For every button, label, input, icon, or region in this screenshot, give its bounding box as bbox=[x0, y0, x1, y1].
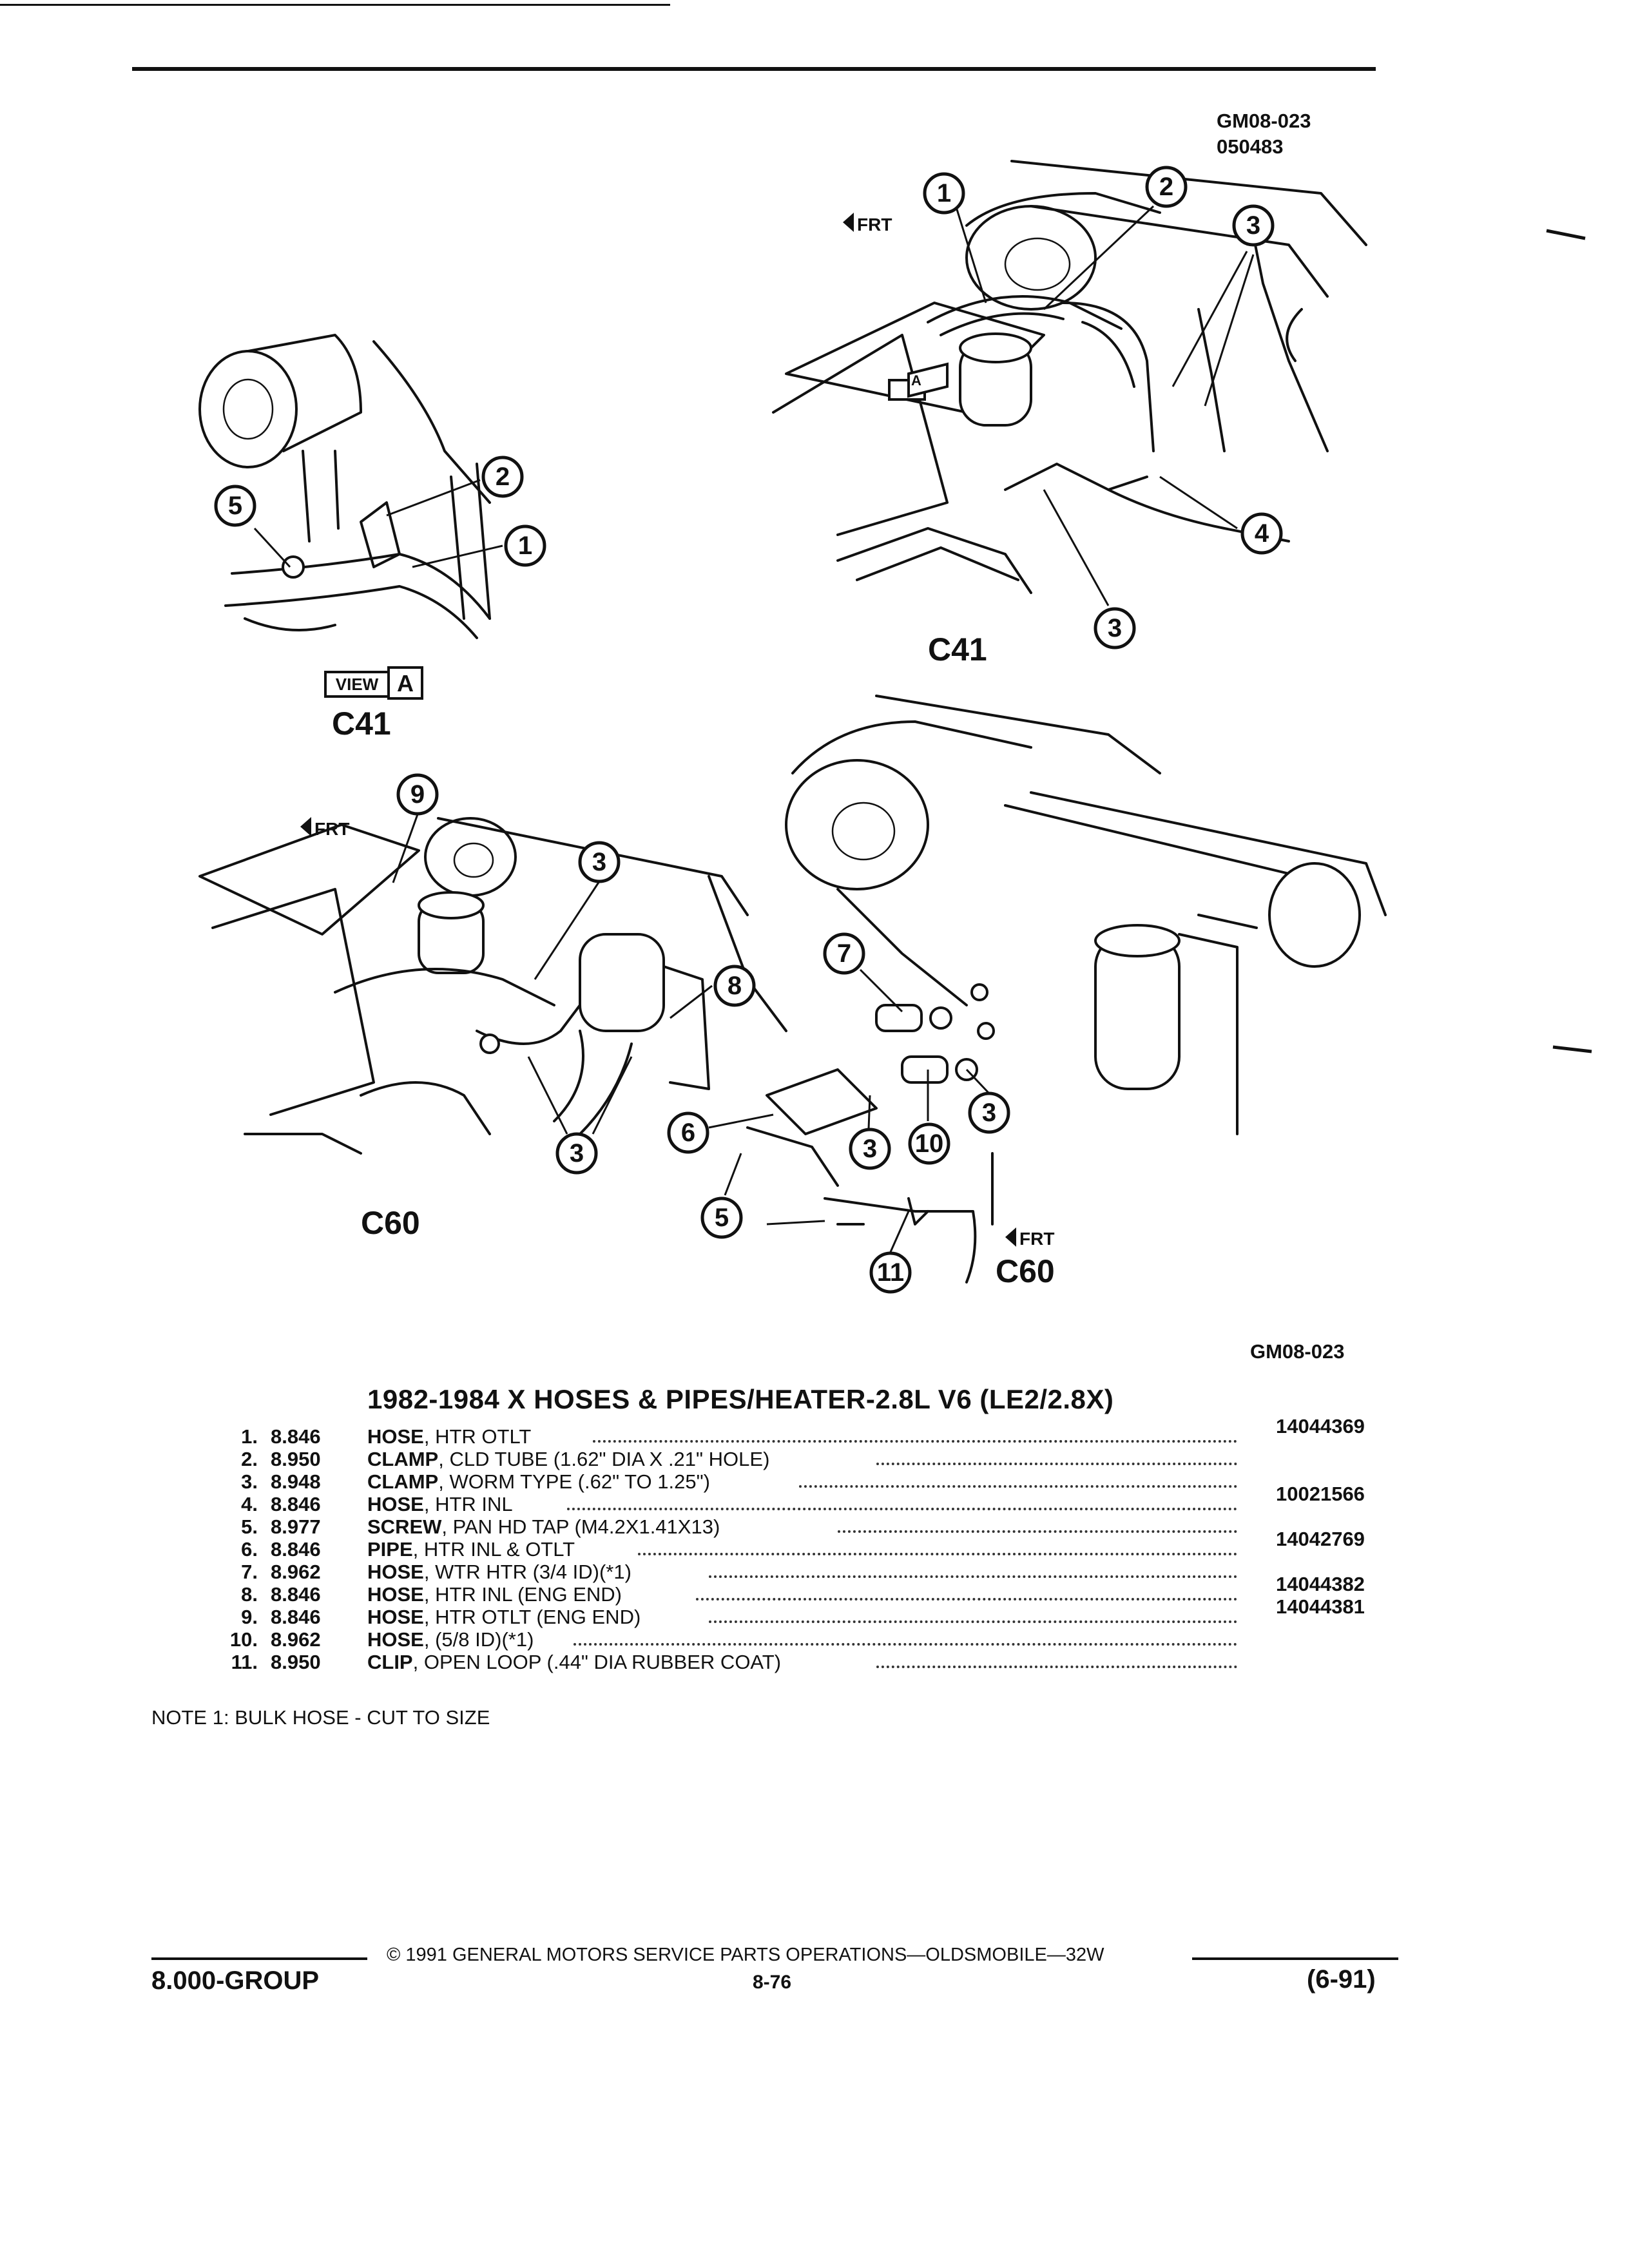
svg-text:5: 5 bbox=[715, 1204, 729, 1232]
callout-3-c41-top: 3 bbox=[1232, 204, 1275, 247]
svg-text:9: 9 bbox=[410, 780, 425, 809]
frt-label-c60-right: FRT bbox=[1005, 1227, 1054, 1249]
svg-text:2: 2 bbox=[1159, 173, 1173, 201]
svg-text:7: 7 bbox=[837, 939, 851, 968]
c60-engine-drawing-right bbox=[746, 695, 1387, 1283]
svg-text:3: 3 bbox=[982, 1099, 996, 1127]
view-a-badge: VIEW A bbox=[324, 666, 423, 700]
svg-text:4: 4 bbox=[1255, 519, 1269, 548]
svg-text:1: 1 bbox=[518, 532, 532, 560]
page-number: 8-76 bbox=[753, 1972, 792, 1993]
footer-rule-left bbox=[151, 1957, 367, 1960]
svg-text:FRT: FRT bbox=[857, 215, 892, 235]
svg-text:3: 3 bbox=[1246, 211, 1260, 240]
callout-6-c60: 6 bbox=[667, 1111, 709, 1154]
frt-label-c60-left: FRT bbox=[300, 817, 349, 839]
svg-text:VIEW: VIEW bbox=[336, 675, 379, 694]
svg-text:11: 11 bbox=[877, 1258, 904, 1287]
svg-text:8: 8 bbox=[728, 972, 742, 1000]
view-a-drawing bbox=[198, 334, 491, 639]
revision-date: (6-91) bbox=[1307, 1965, 1376, 1994]
callout-3-c60-left: 3 bbox=[555, 1132, 598, 1175]
svg-text:6: 6 bbox=[681, 1119, 695, 1147]
svg-text:FRT: FRT bbox=[314, 819, 349, 839]
svg-text:FRT: FRT bbox=[1019, 1229, 1054, 1249]
parts-list-title: 1982-1984 X HOSES & PIPES/HEATER-2.8L V6… bbox=[367, 1384, 1114, 1414]
frt-label-c41: FRT bbox=[843, 213, 892, 235]
callout-5-c60: 5 bbox=[700, 1196, 743, 1239]
svg-text:A: A bbox=[397, 670, 414, 697]
svg-text:5: 5 bbox=[228, 492, 242, 520]
footer-group-label: 8.000-GROUP bbox=[151, 1966, 320, 1995]
svg-text:3: 3 bbox=[863, 1135, 877, 1163]
view-a-marker-letter: A bbox=[911, 372, 921, 389]
callout-3-c60-mid: 3 bbox=[849, 1128, 891, 1170]
header-rule bbox=[132, 67, 1376, 71]
callout-11-c60: 11 bbox=[869, 1251, 912, 1294]
svg-text:3: 3 bbox=[1108, 614, 1122, 642]
callout-5-view-a: 5 bbox=[214, 485, 256, 527]
svg-text:3: 3 bbox=[570, 1139, 584, 1168]
svg-text:1: 1 bbox=[937, 179, 951, 207]
diagram-date-code: 050483 bbox=[1217, 135, 1284, 158]
callout-4-c41: 4 bbox=[1240, 512, 1283, 555]
svg-text:10: 10 bbox=[915, 1129, 944, 1158]
c41-config-label: C41 bbox=[928, 631, 987, 668]
callout-leaders bbox=[253, 205, 1255, 1253]
callout-10-c60: 10 bbox=[908, 1122, 950, 1165]
diagram-code-bottom: GM08-023 bbox=[1250, 1340, 1345, 1363]
callout-1-view-a: 1 bbox=[504, 524, 546, 567]
callout-2-c41: 2 bbox=[1145, 166, 1188, 208]
parts-illustration: A bbox=[198, 160, 1592, 1294]
top-edge-rule bbox=[0, 4, 670, 6]
callout-1-c41: 1 bbox=[923, 172, 965, 215]
copyright-line: © 1991 GENERAL MOTORS SERVICE PARTS OPER… bbox=[387, 1945, 1104, 1965]
callout-8-c60: 8 bbox=[713, 965, 756, 1007]
svg-text:2: 2 bbox=[496, 463, 510, 491]
diagram-code-top: GM08-023 bbox=[1217, 110, 1311, 132]
footer-rule-right bbox=[1192, 1957, 1398, 1960]
svg-text:3: 3 bbox=[592, 848, 606, 876]
c41-engine-drawing: A bbox=[772, 160, 1367, 594]
callout-9-c60: 9 bbox=[396, 773, 439, 816]
footnote: NOTE 1: BULK HOSE - CUT TO SIZE bbox=[151, 1706, 490, 1729]
c60-config-label-left: C60 bbox=[361, 1205, 420, 1241]
callout-3-c60-top: 3 bbox=[578, 841, 621, 883]
callout-7-c60: 7 bbox=[823, 932, 865, 975]
c60-config-label-right: C60 bbox=[996, 1253, 1055, 1289]
c60-engine-drawing-left bbox=[198, 817, 787, 1155]
callout-3-c41-bottom: 3 bbox=[1094, 607, 1136, 649]
view-a-config-label: C41 bbox=[332, 706, 391, 742]
callout-3-c60-right: 3 bbox=[968, 1091, 1010, 1134]
callout-2-view-a: 2 bbox=[481, 456, 524, 498]
